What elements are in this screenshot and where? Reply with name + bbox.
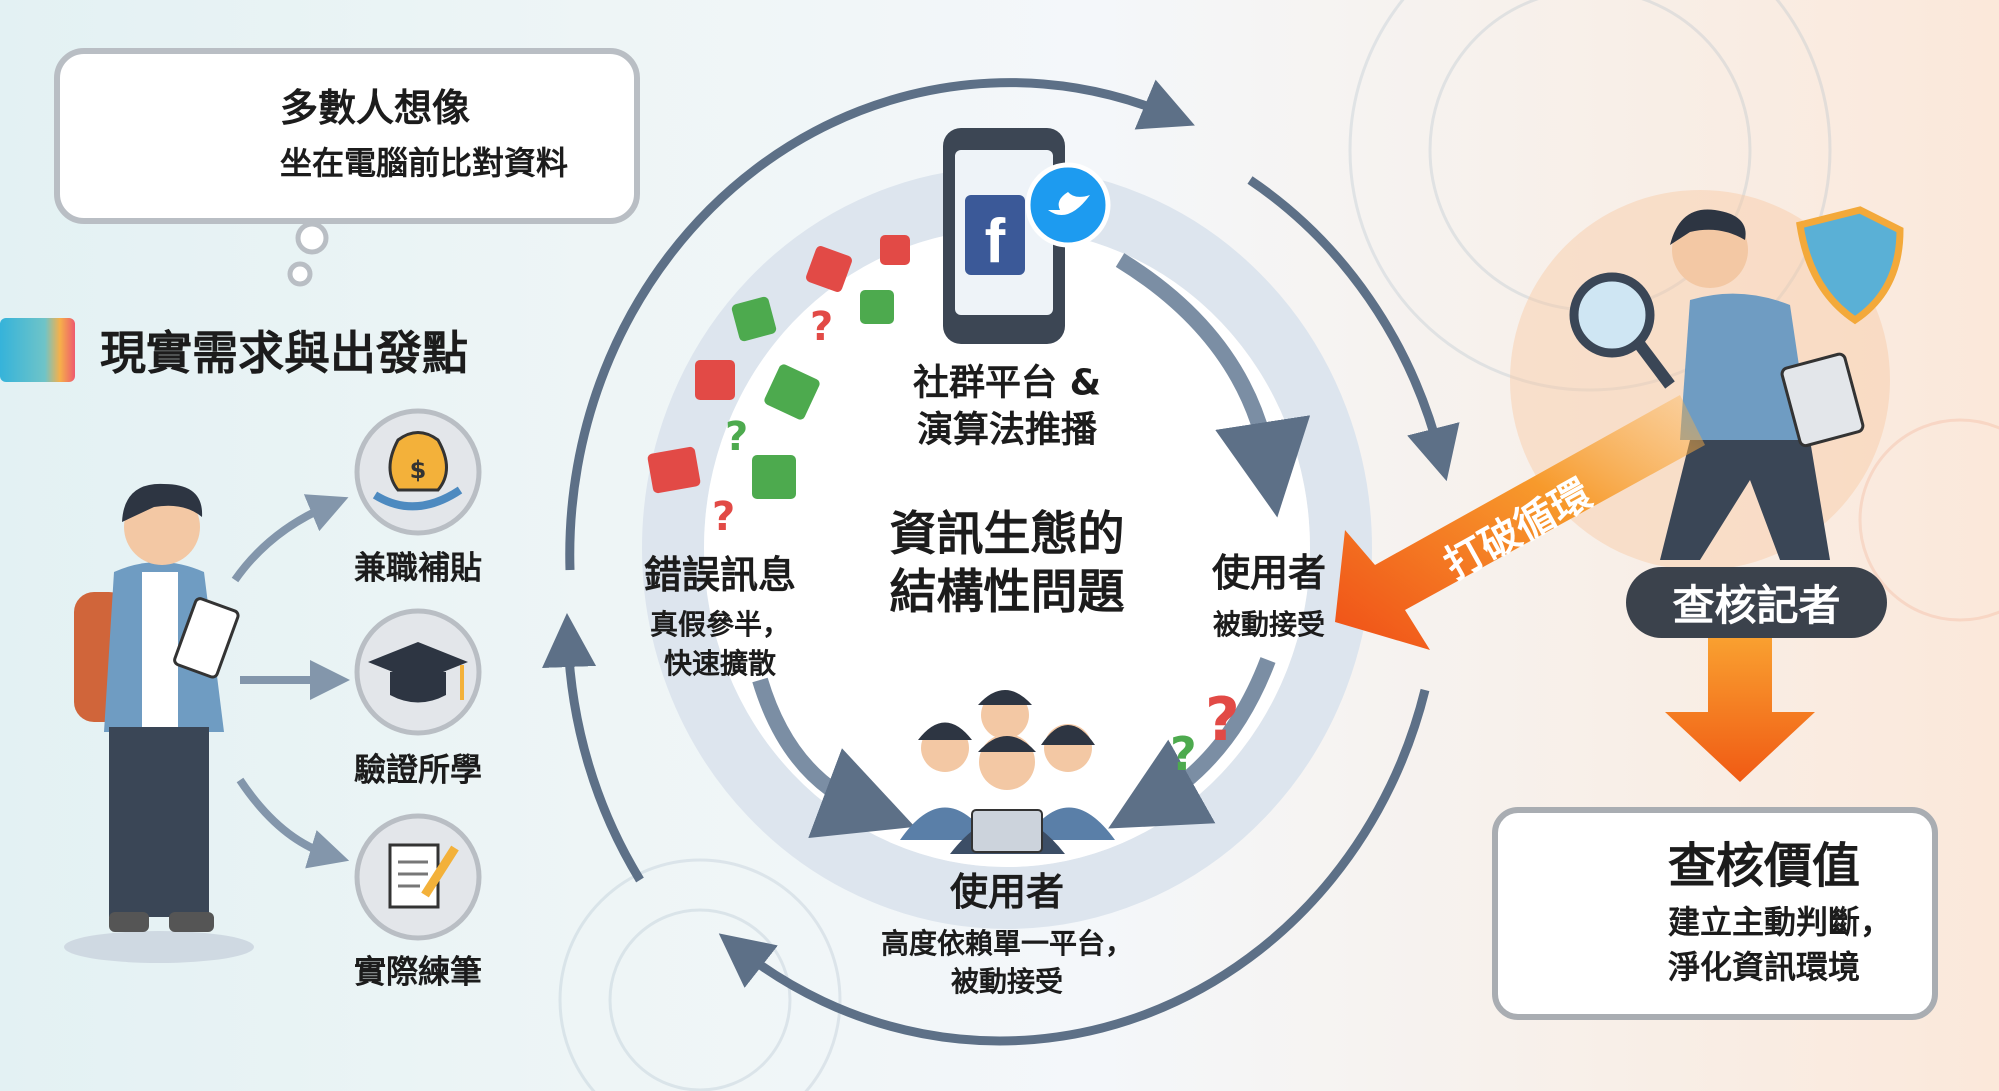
inner-ring-fill — [704, 229, 1310, 867]
bubble-tail — [287, 261, 313, 287]
misinfo-title: 錯誤訊息 — [643, 553, 797, 598]
money-bag-hand-icon: $ — [354, 408, 482, 536]
question-marks-icon: ? ? — [1170, 685, 1240, 781]
social-media-phone-icon: f — [943, 128, 1111, 344]
platform-label-line1: 社群平台 & — [913, 362, 1101, 404]
bubble-subtitle: 坐在電腦前比對資料 — [280, 144, 569, 182]
motivation-label-part-time: 兼職補貼 — [353, 548, 483, 587]
platform-label-line2: 演算法推播 — [916, 409, 1098, 451]
center-title-line2: 結構性問題 — [889, 564, 1125, 620]
fact-checker-badge: 查核記者 — [1626, 567, 1887, 638]
motivation-arrows — [231, 494, 350, 869]
svg-text:?: ? — [810, 304, 833, 350]
misinfo-line2: 快速擴散 — [663, 646, 777, 680]
puzzle-pieces-icon: ? ? ? — [647, 235, 910, 540]
outer-cycle-arrows — [542, 78, 1460, 1046]
user-right-desc: 被動接受 — [1212, 607, 1326, 641]
bubble-tail — [295, 221, 329, 255]
svg-text:$: $ — [410, 456, 427, 484]
svg-text:?: ? — [712, 494, 735, 540]
value-line1: 建立主動判斷， — [1668, 903, 1893, 941]
user-bottom-line2: 被動接受 — [950, 964, 1064, 998]
svg-text:?: ? — [725, 414, 748, 460]
inner-cycle-arrows — [752, 253, 1311, 839]
svg-text:?: ? — [1170, 727, 1197, 781]
center-title-line1: 資訊生態的 — [889, 506, 1125, 562]
misinfo-line1: 真假參半， — [649, 607, 791, 641]
value-title: 查核價值 — [1668, 838, 1861, 894]
heading-accent-bar — [0, 318, 75, 382]
down-arrow — [1665, 638, 1815, 782]
magnifying-glass-icon — [1569, 272, 1675, 389]
shield-icon — [1796, 206, 1904, 325]
break-cycle-arrow — [1335, 395, 1705, 650]
user-bottom-line1: 高度依賴單一平台， — [880, 926, 1134, 960]
user-right-title: 使用者 — [1211, 551, 1327, 596]
graduation-cap-icon — [354, 608, 482, 736]
section-heading: 現實需求與出發點 — [100, 326, 468, 380]
user-bottom-title: 使用者 — [949, 870, 1065, 915]
motivation-label-verify-learning: 驗證所學 — [353, 750, 483, 789]
motivation-label-writing-practice: 實際練筆 — [353, 952, 483, 991]
thought-bubble — [54, 48, 640, 224]
document-pencil-icon — [354, 813, 482, 941]
svg-text:f: f — [985, 207, 1006, 276]
bubble-title: 多數人想像 — [280, 86, 471, 130]
fact-checker-figure — [1569, 206, 1904, 560]
user-group-icon — [900, 690, 1115, 854]
svg-text:?: ? — [1205, 685, 1240, 755]
value-box — [1492, 807, 1938, 1020]
student-figure — [64, 483, 254, 963]
value-line2: 淨化資訊環境 — [1668, 948, 1861, 986]
